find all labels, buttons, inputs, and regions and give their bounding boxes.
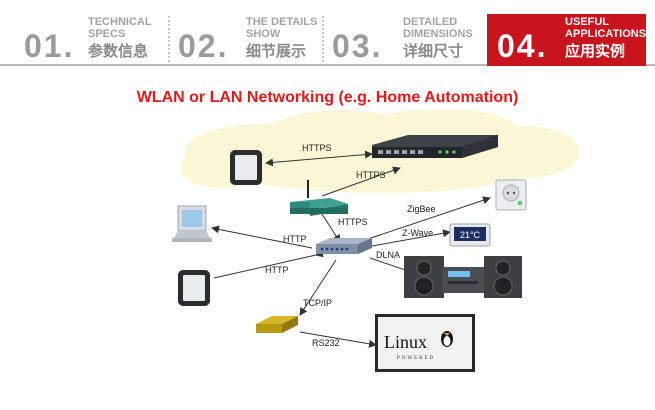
line-switch-phone — [213, 249, 324, 279]
stereo-system — [404, 256, 522, 298]
tab-title-en-line2: APPLICATIONS — [565, 28, 647, 40]
line-switch-thermostat — [371, 229, 451, 247]
tab-title-zh: 参数信息 — [88, 43, 149, 60]
tab-title-zh: 细节展示 — [246, 43, 307, 60]
label-https-lower: HTTPS — [338, 217, 368, 227]
tab-title-en-line2: SHOW — [246, 28, 281, 40]
tab-bar-baseline — [0, 64, 655, 66]
linux-board: Linux POWERED — [375, 314, 475, 372]
tab-title-en: TECHNICAL SPECS — [88, 16, 183, 40]
desktop-computer — [172, 205, 212, 242]
tablet-device — [230, 150, 262, 185]
tab-title-en-line2: DIMENSIONS — [403, 28, 473, 40]
tab-title-zh: 详细尺寸 — [403, 43, 464, 60]
tab-number: 03. — [332, 28, 383, 64]
linux-logo-subtitle: POWERED — [397, 356, 435, 361]
label-zigbee: ZigBee — [407, 204, 436, 214]
linux-logo-word: Linux — [384, 332, 427, 352]
label-http-lower: HTTP — [265, 265, 289, 275]
tab-title-en-line1: USEFUL — [565, 16, 609, 28]
label-rs232: RS232 — [312, 338, 340, 348]
network-switch — [316, 238, 372, 254]
tab-details-show[interactable]: 02. THE DETAILS SHOW 细节展示 — [172, 14, 324, 64]
serial-adapter — [256, 316, 298, 333]
label-zwave: Z-Wave — [402, 228, 433, 238]
label-dlna: DLNA — [376, 250, 400, 260]
tab-separator — [168, 16, 170, 62]
tux-penguin-icon — [441, 331, 453, 347]
tab-title-en: DETAILED DIMENSIONS — [403, 16, 498, 40]
line-tablet-server — [265, 150, 373, 167]
tab-title-en: USEFUL APPLICATIONS — [565, 16, 655, 40]
tab-technical-specs[interactable]: 01. TECHNICAL SPECS 参数信息 — [18, 14, 170, 64]
tab-detailed-dimensions[interactable]: 03. DETAILED DIMENSIONS 详细尺寸 — [326, 14, 483, 64]
label-http-upper: HTTP — [283, 234, 307, 244]
network-diagram: 21°C Linux POWERED HTTPS HTTPS HTTPS HTT… — [172, 110, 580, 372]
line-router-server — [321, 166, 401, 197]
tab-number: 04. — [497, 28, 548, 64]
tab-number: 02. — [178, 28, 229, 64]
smart-plug — [495, 179, 527, 211]
tab-bar: 01. TECHNICAL SPECS 参数信息 02. THE DETAILS… — [0, 0, 655, 70]
tab-title-en-line1: DETAILED — [403, 16, 458, 28]
section-heading: WLAN or LAN Networking (e.g. Home Automa… — [136, 89, 519, 106]
connections — [211, 150, 491, 348]
label-https-top: HTTPS — [302, 143, 332, 153]
label-https-right: HTTPS — [356, 170, 386, 180]
tab-title-en-line2: SPECS — [88, 28, 126, 40]
thermostat-temperature: 21°C — [460, 230, 481, 240]
wifi-router — [290, 180, 348, 216]
tab-useful-applications[interactable]: 04. USEFUL APPLICATIONS 应用实例 — [487, 14, 646, 66]
rack-server — [372, 135, 498, 158]
line-adapter-board — [299, 331, 377, 348]
line-switch-pc — [211, 225, 313, 249]
line-switch-adapter — [299, 259, 337, 316]
smartphone-device — [178, 270, 210, 306]
line-router-switch — [321, 213, 341, 243]
line-switch-plug — [364, 196, 491, 241]
tab-title-en-line1: TECHNICAL — [88, 16, 152, 28]
tab-title-en: THE DETAILS SHOW — [246, 16, 341, 40]
tab-number: 01. — [24, 28, 75, 64]
tab-title-zh: 应用实例 — [565, 43, 626, 60]
thermostat-display: 21°C — [449, 223, 491, 247]
tab-title-en-line1: THE DETAILS — [246, 16, 318, 28]
label-tcpip: TCP/IP — [303, 298, 332, 308]
tab-separator — [322, 16, 324, 62]
